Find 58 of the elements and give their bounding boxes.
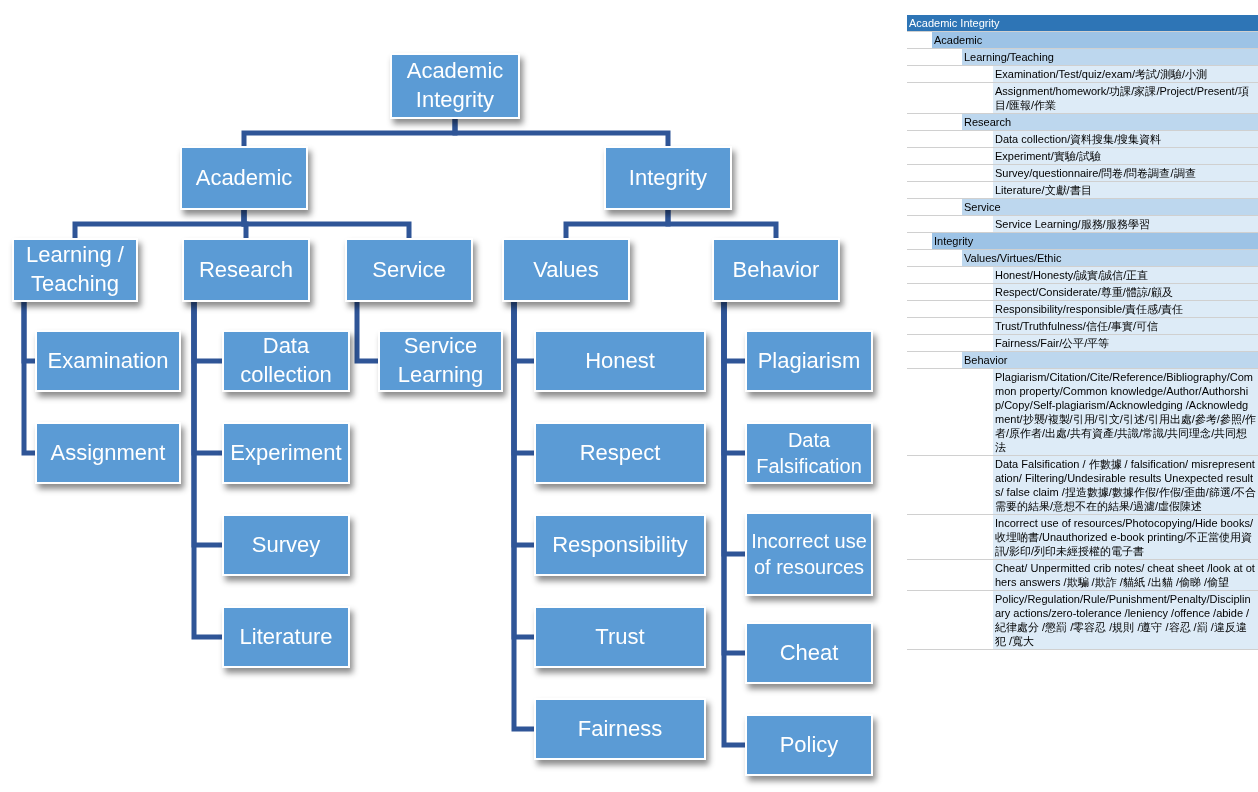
table-cell: Trust/Truthfulness/信任/事實/可信: [993, 318, 1258, 334]
table-cell: Policy/Regulation/Rule/Punishment/Penalty/Disciplinary actions/zero-tolerance /leniency /offence /abide /紀律處分 /懲罰 /零容忍 /規則 /遵守 /容忍 /罰 /違反違犯 /寬大: [993, 591, 1258, 649]
category-box: Policy: [745, 714, 873, 776]
category-box: Data collection: [222, 330, 350, 392]
table-cell: Academic: [932, 32, 1258, 48]
category-box: Research: [182, 238, 310, 302]
table-cell: Survey/questionnaire/問卷/問卷調查/調查: [993, 165, 1258, 181]
table-cell: Plagiarism/Citation/Cite/Reference/Bibliography/Common property/Common knowledge/Author/Authorship/Copy/Self-plagiarism/Acknowledging /Acknowledgment/抄襲/複製/引用/引文/引述/引用出處/參考/參照/作者/原作者/出處/共有資產/共識/常識/共同理念/共同想法: [993, 369, 1258, 455]
category-box: Data Falsification: [745, 422, 873, 484]
connector-line: [721, 302, 745, 748]
category-box: Integrity: [604, 146, 732, 210]
table-cell: Integrity: [932, 233, 1258, 249]
table-cell: Service: [962, 199, 1258, 215]
table-cell: Research: [962, 114, 1258, 130]
category-box: Assignment: [35, 422, 181, 484]
table-cell: Data Falsification / 作數據 / falsification/ misrepresentation/ Filtering/Undesirable results Unexpected results/ false claim /捏造數據/數據作假/作假/歪曲/篩選/不合需要的結果/意想不在的結果/過濾/虛假陳述: [993, 456, 1258, 514]
connector-line: [241, 210, 412, 238]
connector-line: [511, 302, 534, 732]
table-cell: Incorrect use of resources/Photocopying/Hide books/收埋啲書/Unauthorized e-book printing/不正當使用資訊/影印/列印未經授權的電子書: [993, 515, 1258, 559]
table-cell: Service Learning/服務/服務學習: [993, 216, 1258, 232]
connector-line: [665, 210, 779, 238]
category-box: Survey: [222, 514, 350, 576]
category-box: Respect: [534, 422, 706, 484]
table-cell: Assignment/homework/功課/家課/Project/Present/項目/匯報/作業: [993, 83, 1258, 113]
category-box: Incorrect use of resources: [745, 512, 873, 596]
table-cell: Respect/Considerate/尊重/體諒/顧及: [993, 284, 1258, 300]
table-cell: Behavior: [962, 352, 1258, 368]
category-box: Academic Integrity: [390, 53, 520, 119]
table-cell: Fairness/Fair/公平/平等: [993, 335, 1258, 351]
connector-line: [354, 302, 378, 364]
category-box: Experiment: [222, 422, 350, 484]
table-cell: Academic Integrity: [907, 15, 1258, 31]
table-cell: Responsibility/responsible/責任感/責任: [993, 301, 1258, 317]
connector-line: [21, 302, 35, 456]
category-box: Examination: [35, 330, 181, 392]
table-cell: Honest/Honesty/誠實/誠信/正直: [993, 267, 1258, 283]
table-cell: Data collection/資料搜集/搜集資料: [993, 131, 1258, 147]
table-cell: Literature/文獻/書目: [993, 182, 1258, 198]
table-cell: Examination/Test/quiz/exam/考試/測驗/小測: [993, 66, 1258, 82]
table-cell: Experiment/實驗/試驗: [993, 148, 1258, 164]
table-cell: Cheat/ Unpermitted crib notes/ cheat sheet /look at others answers /欺騙 /欺詐 /貓紙 /出貓 /偷睇 /偷望: [993, 560, 1258, 590]
category-box: Cheat: [745, 622, 873, 684]
category-box: Service Learning: [378, 330, 503, 392]
category-box: Literature: [222, 606, 350, 668]
category-box: Service: [345, 238, 473, 302]
table-cell: Learning/Teaching: [962, 49, 1258, 65]
category-box: Behavior: [712, 238, 840, 302]
table-cell: Values/Virtues/Ethic: [962, 250, 1258, 266]
category-box: Learning / Teaching: [12, 238, 138, 302]
category-box: Fairness: [534, 698, 706, 760]
connector-line: [452, 119, 671, 146]
connector-line: [191, 302, 222, 640]
category-box: Trust: [534, 606, 706, 668]
category-box: Honest: [534, 330, 706, 392]
category-box: Values: [502, 238, 630, 302]
category-box: Responsibility: [534, 514, 706, 576]
category-box: Plagiarism: [745, 330, 873, 392]
category-box: Academic: [180, 146, 308, 210]
